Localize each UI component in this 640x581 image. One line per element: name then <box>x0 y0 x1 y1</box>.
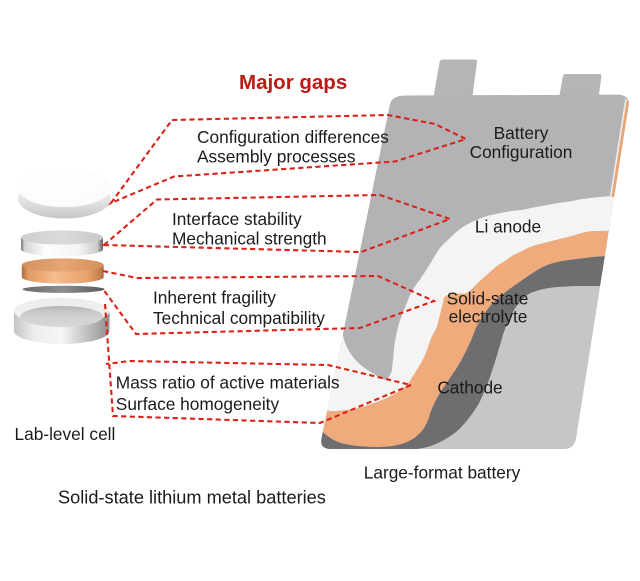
svg-text:Cathode: Cathode <box>437 378 502 398</box>
svg-text:Surface homogeneity: Surface homogeneity <box>116 394 280 414</box>
svg-text:Li anode: Li anode <box>475 217 541 237</box>
svg-text:Technical compatibility: Technical compatibility <box>153 308 325 328</box>
svg-text:Interface stability: Interface stability <box>172 209 302 229</box>
svg-text:Large-format battery: Large-format battery <box>364 463 521 483</box>
svg-text:Battery: Battery <box>494 123 549 143</box>
svg-text:Assembly processes: Assembly processes <box>197 147 356 167</box>
svg-text:Solid-state lithium metal batt: Solid-state lithium metal batteries <box>58 488 326 508</box>
svg-text:Major gaps: Major gaps <box>239 71 347 94</box>
svg-text:electrolyte: electrolyte <box>449 307 528 327</box>
svg-text:Lab-level cell: Lab-level cell <box>15 424 116 444</box>
svg-text:Configuration: Configuration <box>470 142 573 162</box>
svg-text:Mass ratio of active materials: Mass ratio of active materials <box>116 373 340 393</box>
svg-text:Solid-state: Solid-state <box>447 289 529 309</box>
svg-text:Inherent fragility: Inherent fragility <box>153 288 276 308</box>
svg-text:Configuration differences: Configuration differences <box>197 127 389 147</box>
svg-text:Mechanical strength: Mechanical strength <box>172 229 327 249</box>
